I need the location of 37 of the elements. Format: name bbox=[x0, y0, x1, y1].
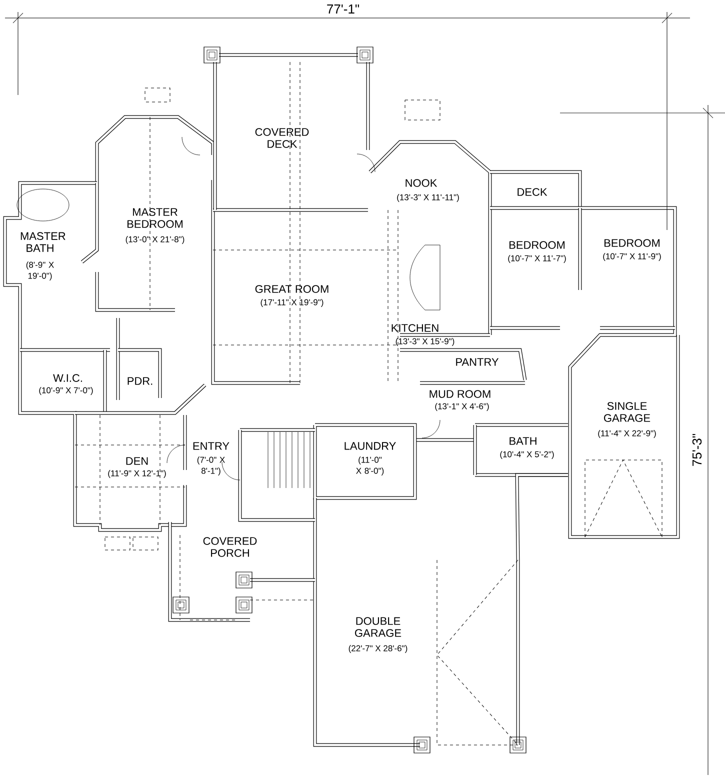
room-dimensions: (13'-3" X 15'-9") bbox=[396, 338, 454, 346]
dimension-text: 75'-3" bbox=[692, 434, 702, 466]
room-dimensions: (13'-1" X 4'-6") bbox=[435, 403, 489, 411]
room-label: DOUBLE GARAGE bbox=[355, 617, 402, 637]
room-dimensions: (13'-0" X 21'-8") bbox=[126, 236, 184, 244]
room-label: COVERED DECK bbox=[255, 128, 309, 148]
room-dimensions: (17'-11" X 19'-9") bbox=[260, 299, 324, 307]
room-label: LAUNDRY bbox=[344, 442, 396, 450]
room-label: BEDROOM bbox=[604, 239, 660, 247]
room-label: GREAT ROOM bbox=[255, 285, 328, 293]
room-label: NOOK bbox=[406, 179, 438, 187]
room-label: MUD ROOM bbox=[430, 390, 490, 398]
room-label: PANTRY bbox=[456, 358, 499, 366]
room-dimensions: (10'-4" X 5'-2") bbox=[500, 451, 554, 459]
room-label: PDR. bbox=[128, 377, 152, 385]
room-dimensions: (11'-9" X 12'-1") bbox=[108, 470, 166, 478]
room-label: MASTER BEDROOM bbox=[128, 208, 182, 228]
room-dimensions: (13'-3" X 11'-11") bbox=[397, 194, 459, 202]
room-label: W.I.C. bbox=[53, 374, 82, 382]
room-dimensions: (10'-7" X 11'-7") bbox=[508, 255, 566, 263]
room-dimensions: (7'-0" X 8'-1") bbox=[197, 456, 225, 476]
room-label: SINGLE GARAGE bbox=[604, 402, 650, 422]
room-dimensions: (11'-4" X 22'-9") bbox=[598, 430, 656, 438]
room-dimensions: (22'-7" X 28'-6") bbox=[348, 645, 408, 653]
room-label: COVERED PORCH bbox=[203, 537, 257, 557]
room-label: ENTRY bbox=[193, 442, 230, 450]
room-dimensions: (11'-0" X 8'-0") bbox=[356, 456, 384, 476]
room-label: MASTER BATH bbox=[20, 232, 66, 252]
room-label: BEDROOM bbox=[510, 241, 565, 249]
room-label: BATH bbox=[510, 437, 536, 445]
room-dimensions: (8'-9" X 19'-0") bbox=[26, 262, 54, 280]
room-dimensions: (10'-9" X 7'-0") bbox=[39, 387, 93, 395]
room-dimensions: (10'-7" X 11'-9") bbox=[603, 253, 661, 261]
room-label: KITCHEN bbox=[392, 324, 438, 332]
room-label: DEN bbox=[126, 457, 148, 465]
room-label: DECK bbox=[518, 188, 548, 196]
dimension-text: 77'-1" bbox=[327, 4, 359, 14]
